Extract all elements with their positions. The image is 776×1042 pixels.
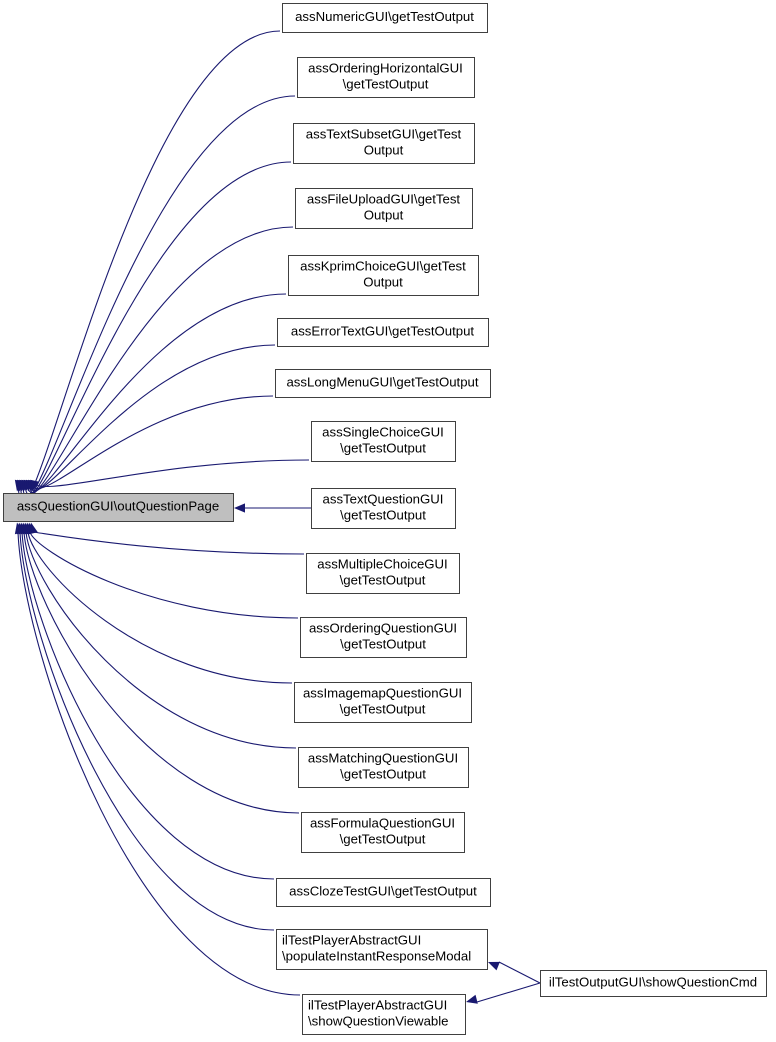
node-label: \showQuestionViewable [308,1013,449,1028]
node-label: assMultipleChoiceGUI [317,556,447,571]
node-box[interactable] [301,812,465,853]
node-label: assFormulaQuestionGUI [310,815,455,830]
node-label: assErrorTextGUI\getTestOutput [291,323,475,338]
edge-arrowhead [14,522,24,535]
node-label: assTextQuestionGUI [323,491,444,506]
node-label: assOrderingQuestionGUI [309,620,457,635]
node-label: \getTestOutput [340,766,426,781]
caller-node[interactable]: assMatchingQuestionGUI\getTestOutput [298,747,469,788]
node-box[interactable] [293,123,475,164]
node-label: ilTestOutputGUI\showQuestionCmd [549,974,757,989]
caller-node[interactable]: assTextQuestionGUI\getTestOutput [311,488,456,529]
node-box[interactable] [294,682,472,723]
call-edge [24,226,294,496]
edge-arrowhead [488,961,500,971]
node-label: \getTestOutput [340,507,426,522]
edge-arrowhead [466,994,478,1004]
call-edge [31,531,305,555]
edge-arrowhead [30,479,40,492]
caller-node[interactable]: ilTestPlayerAbstractGUI\populateInstantR… [276,929,488,970]
node-label: \getTestOutput [343,76,429,91]
node-label: assNumericGUI\getTestOutput [295,9,474,24]
node-label: Output [364,207,404,222]
call-edge [21,161,292,499]
node-label: \getTestOutput [340,701,426,716]
node-box[interactable] [288,255,479,296]
node-box[interactable] [540,970,767,997]
caller-node[interactable]: assLongMenuGUI\getTestOutput [275,369,491,398]
node-label: assKprimChoiceGUI\getTest [300,258,466,273]
caller-node[interactable]: ilTestPlayerAbstractGUI\showQuestionView… [302,994,466,1035]
node-label: Output [364,142,404,157]
node-label: assClozeTestGUI\getTestOutput [289,883,477,898]
node-box[interactable] [306,553,460,594]
node-box[interactable] [302,994,466,1035]
caller-node[interactable]: assImagemapQuestionGUI\getTestOutput [294,682,472,723]
call-edge [29,531,299,619]
node-label: assImagemapQuestionGUI [303,685,462,700]
node-label: assMatchingQuestionGUI [308,750,458,765]
caller-node[interactable]: assNumericGUI\getTestOutput [282,3,488,33]
call-edge [25,531,297,749]
call-edge [498,961,541,984]
node-box[interactable] [295,188,473,229]
caller-node[interactable]: assErrorTextGUI\getTestOutput [277,318,489,347]
node-box[interactable] [311,488,456,529]
node-label: \getTestOutput [340,831,426,846]
caller-node[interactable]: assFileUploadGUI\getTestOutput [295,188,473,229]
node-label: \getTestOutput [340,440,426,455]
node-box[interactable] [276,929,488,970]
node-layer: assQuestionGUI\outQuestionPage assNumeric… [3,3,767,1035]
node-box[interactable] [276,878,491,907]
caller-node[interactable]: assOrderingQuestionGUI\getTestOutput [300,617,467,658]
node-box[interactable] [311,421,456,462]
node-label: assLongMenuGUI\getTestOutput [286,374,478,389]
node-label: assFileUploadGUI\getTest [307,191,461,206]
node-label: ilTestPlayerAbstractGUI [282,932,421,947]
node-box[interactable] [275,369,491,398]
node-label: Output [363,274,403,289]
call-edge [21,531,275,880]
node-box[interactable] [300,617,467,658]
caller-node[interactable]: assSingleChoiceGUI\getTestOutput [311,421,456,462]
caller-node[interactable]: assMultipleChoiceGUI\getTestOutput [306,553,460,594]
call-edge [17,531,301,996]
call-edge [27,531,293,684]
call-edge [26,293,287,493]
root-node[interactable]: assQuestionGUI\outQuestionPage [3,493,234,522]
call-edge [28,344,276,491]
node-label: assTextSubsetGUI\getTest [306,126,462,141]
call-edge [32,459,310,488]
node-box[interactable] [282,3,488,33]
node-box[interactable] [298,747,469,788]
call-edge [17,30,281,504]
caller-node[interactable]: assFormulaQuestionGUI\getTestOutput [301,812,465,853]
node-label: assOrderingHorizontalGUI [308,60,463,75]
caller-node[interactable]: assTextSubsetGUI\getTestOutput [293,123,475,164]
call-edge [23,531,300,814]
call-edge [476,982,541,1003]
call-edge [19,531,275,931]
caller-node[interactable]: assKprimChoiceGUI\getTestOutput [288,255,479,296]
call-edge [30,395,274,489]
node-label: assQuestionGUI\outQuestionPage [17,498,219,513]
caller-node[interactable]: assOrderingHorizontalGUI\getTestOutput [297,57,475,98]
node-label: ilTestPlayerAbstractGUI [308,997,447,1012]
caller-node[interactable]: ilTestOutputGUI\showQuestionCmd [540,970,767,997]
node-box[interactable] [297,57,475,98]
node-box[interactable] [277,318,489,347]
node-label: assSingleChoiceGUI [322,424,444,439]
node-label: \getTestOutput [340,636,426,651]
node-label: \populateInstantResponseModal [282,948,471,963]
node-label: \getTestOutput [340,572,426,587]
root-node-box[interactable] [3,493,234,522]
caller-node[interactable]: assClozeTestGUI\getTestOutput [276,878,491,907]
edge-arrowhead [234,503,245,513]
